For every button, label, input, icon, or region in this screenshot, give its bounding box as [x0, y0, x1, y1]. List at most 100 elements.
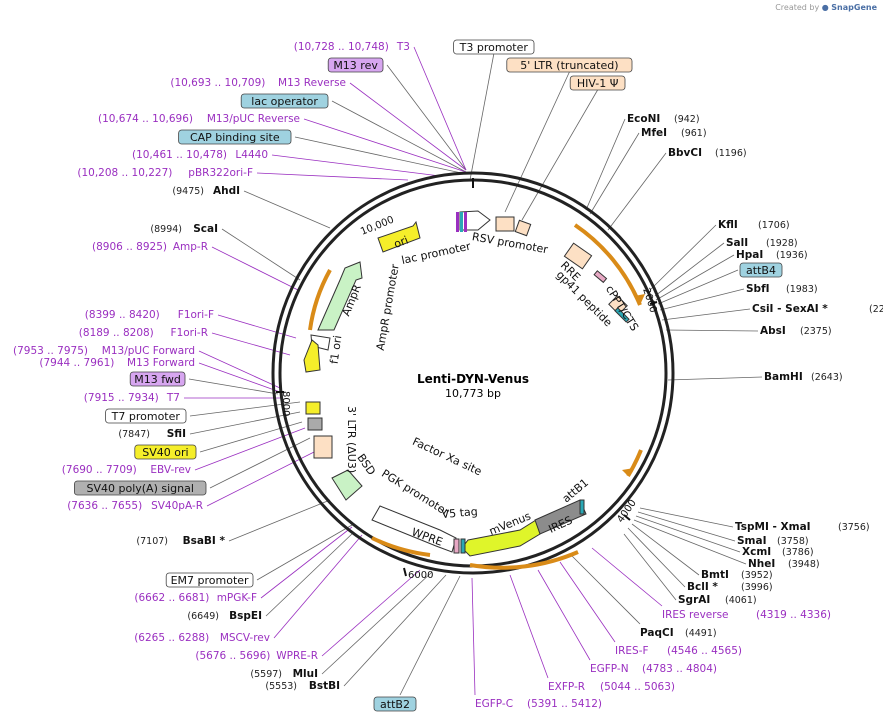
feature-cppt [608, 295, 628, 315]
credit-prefix: Created by [775, 3, 820, 12]
left-sv40pa-r-coord: (7636 .. 7655) [67, 500, 142, 512]
orange-arcs [308, 223, 643, 570]
feature-bsd [331, 469, 363, 501]
left-m13-puc-forward-coord: (7953 .. 7975) [13, 345, 88, 357]
label-rsv-promoter: RSV promoter [471, 230, 549, 256]
bottom-egfp-c-coord: (5391 .. 5412) [527, 698, 602, 710]
feature-ampr [317, 261, 363, 331]
left-ahdi-coord: (9475) [172, 186, 204, 197]
right-bmti: BmtI [701, 569, 729, 581]
bottom-attb2-box [373, 696, 417, 712]
right-kfli: KflI [718, 219, 738, 231]
right-smai-coord: (3758) [777, 536, 809, 547]
feature-3-ltr [313, 435, 333, 459]
top-t3-promoter: T3 promoter [459, 41, 529, 54]
top-5-ltr-truncated-box [506, 57, 633, 73]
right-csii-sexai: CsiI - SexAI * [752, 303, 828, 315]
right-hpai: HpaI [736, 249, 763, 261]
left-mscv-rev: MSCV-rev [220, 632, 270, 644]
right-sbfi-coord: (1983) [786, 284, 818, 295]
left-bspei: BspEI [229, 610, 262, 622]
left-t3-coord: (10,728 .. 10,748) [294, 41, 389, 53]
left-t7: T7 [166, 392, 180, 404]
left-ebv-rev-coord: (7690 .. 7709) [62, 464, 137, 476]
right-econi: EcoNI [627, 113, 660, 125]
top-hiv-1: HIV-1 Ψ [577, 77, 619, 90]
label-3-ltr: 3' LTR (ΔU3) [345, 406, 358, 473]
left-t7-promoter: T7 promoter [111, 410, 181, 423]
left-m13-rev-box [327, 57, 384, 73]
right-attb4: attB4 [746, 264, 776, 277]
right-bmti-coord: (3952) [741, 570, 773, 581]
left-m13-puc-reverse: M13/pUC Reverse [207, 113, 300, 125]
feature-attb4 [614, 307, 630, 323]
left-cap-binding-site-box [178, 129, 292, 145]
right-bbvci: BbvCI [668, 147, 702, 159]
plasmid-name: Lenti-DYN-Venus [417, 372, 529, 386]
tick-6000: 6000 [408, 570, 433, 581]
bottom-paqci: PaqCI [640, 627, 674, 639]
right-attb4-box [739, 262, 783, 278]
left-ahdi: AhdI [213, 185, 240, 197]
left-l4440-coord: (10,461 .. 10,478) [132, 149, 227, 161]
right-nhei-coord: (3948) [788, 559, 820, 570]
left-lac-operator: lac operator [251, 95, 318, 108]
label-ori: ori [392, 234, 410, 251]
backbone-outer-ring [271, 171, 675, 575]
arc-orange-1 [573, 223, 642, 306]
left-ebv-rev: EBV-rev [150, 464, 191, 476]
right-sali-coord: (1928) [766, 238, 798, 249]
label-ampr-promoter: AmpR promoter [374, 263, 402, 352]
right-bcli: BclI * [687, 581, 718, 593]
top-5-ltr-truncated: 5' LTR (truncated) [520, 59, 618, 72]
left-sv40-poly-a-signal: SV40 poly(A) signal [86, 482, 193, 495]
right-bbvci-coord: (1196) [715, 148, 747, 159]
left-f1ori-r: F1ori-R [171, 327, 208, 339]
right-kfli-coord: (1706) [758, 220, 790, 231]
left-bsabi: BsaBI * [183, 535, 226, 547]
left-l4440: L4440 [235, 149, 268, 161]
bottom-egfp-n-coord: (4783 .. 4804) [642, 663, 717, 675]
right-smai: SmaI [737, 535, 767, 547]
left-f1ori-f: F1ori-F [178, 309, 214, 321]
left-m13-forward: M13 Forward [127, 357, 195, 369]
left-scai: ScaI [193, 223, 218, 235]
right-xcmi-coord: (3786) [782, 547, 814, 558]
plasmid-size: 10,773 bp [445, 387, 501, 400]
top-t3-promoter-box [453, 39, 535, 55]
right-bamhi: BamHI [764, 371, 803, 383]
left-scai-coord: (8994) [150, 224, 182, 235]
left-mlui: MluI [293, 668, 318, 680]
feature-lac-stack [456, 212, 467, 232]
tick-8000: 8000 [280, 391, 291, 416]
left-m13-forward-coord: (7944 .. 7961) [39, 357, 114, 369]
bottom-ires-reverse: IRES reverse [662, 609, 729, 621]
label-v5-tag: V5 tag [441, 505, 478, 521]
right-nhei: NheI [748, 558, 775, 570]
right-tspmi-xmai: TspMI - XmaI [735, 521, 811, 533]
label-f1-ori: f1 ori [328, 335, 345, 365]
left-mscv-rev-coord: (6265 .. 6288) [134, 632, 209, 644]
left-bspei-coord: (6649) [187, 611, 219, 622]
right-bamhi-coord: (2643) [811, 372, 843, 383]
right-csii-sexai-coord: (2236) [869, 304, 883, 315]
left-em7-promoter: EM7 promoter [171, 574, 249, 587]
left-m13-fwd-box [129, 371, 186, 387]
left-sv40-ori: SV40 ori [142, 446, 188, 459]
left-sfii-coord: (7847) [118, 429, 150, 440]
left-cap-binding-site: CAP binding site [190, 131, 280, 144]
bottom-ires-f: IRES-F [615, 645, 649, 657]
left-m13-fwd: M13 fwd [134, 373, 181, 386]
right-sali: SalI [726, 237, 748, 249]
left-bsabi-coord: (7107) [136, 536, 168, 547]
left-m13-rev: M13 rev [333, 59, 378, 72]
feature-ires [534, 499, 587, 535]
bottom-exfp-r-coord: (5044 .. 5063) [600, 681, 675, 693]
left-bstbi: BstBI [309, 680, 340, 692]
left-bstbi-coord: (5553) [265, 681, 297, 692]
arc-orange-3 [469, 550, 579, 570]
left-f1ori-r-coord: (8189 .. 8208) [79, 327, 154, 339]
right-sgrai-coord: (4061) [725, 595, 757, 606]
